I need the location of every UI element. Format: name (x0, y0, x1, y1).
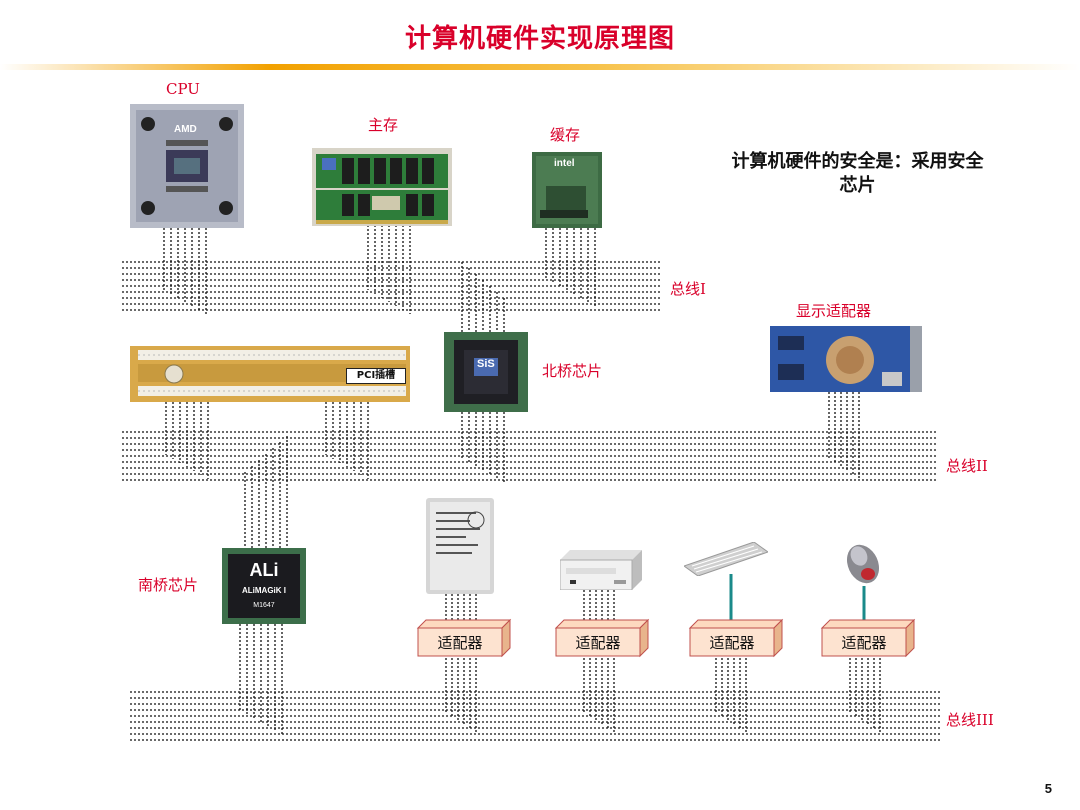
bus-2-lines (122, 431, 938, 481)
south-chip-logo: ALi (249, 560, 279, 580)
main-memory-label: 主存 (368, 116, 399, 134)
adapter3-wires (715, 654, 747, 732)
cdrom-wires (583, 590, 615, 620)
page-number: 5 (1044, 781, 1052, 796)
south-chip-name: ALiMAGiK I (242, 586, 286, 595)
bus-3-label: 总线III (946, 711, 994, 729)
north-bridge-down-wires (461, 412, 505, 484)
north-bridge-chip-icon: SiS (444, 332, 528, 412)
adapter-label: 适配器 (841, 634, 887, 652)
graphics-card-icon (770, 326, 922, 392)
cache-label: 缓存 (550, 126, 581, 144)
adapter-boxes (416, 618, 916, 658)
mouse-icon (842, 540, 884, 588)
cache-wires (545, 228, 596, 308)
memory-wires (367, 225, 411, 314)
cpu-chip-icon: AMD (130, 104, 244, 228)
display-adapter-label: 显示适配器 (796, 302, 872, 320)
south-bridge-up-wires (244, 436, 288, 548)
pci-slot-icon: PCI插槽 (130, 346, 410, 402)
cpu-brand-text: AMD (174, 124, 197, 135)
bus-3-lines (130, 691, 940, 741)
hdd-wires (445, 594, 477, 620)
north-bridge-up-wires (461, 262, 505, 332)
display-adapter-wires (828, 392, 860, 478)
adapter-box-3: 适配器 (690, 628, 774, 664)
adapter-box-4: 适配器 (822, 628, 906, 664)
cdrom-drive-icon (560, 550, 642, 590)
south-bridge-chip-icon: ALi ALiMAGiK I M1647 (222, 548, 306, 624)
bus-1-lines (122, 261, 660, 311)
adapter1-wires (445, 654, 477, 732)
south-bridge-down-wires (239, 624, 283, 736)
adapter-box-2: 适配器 (556, 628, 640, 664)
bus-2-label: 总线II (946, 457, 988, 475)
adapter-label: 适配器 (575, 634, 621, 652)
security-note: 计算机硬件的安全是：采用安全芯片 (731, 151, 984, 196)
title-rule (0, 64, 1080, 70)
south-bridge-label: 南桥芯片 (138, 576, 199, 594)
north-bridge-label: 北桥芯片 (542, 362, 603, 380)
pci-right-wires (325, 402, 369, 479)
cache-brand-text: intel (554, 158, 575, 169)
pci-slot-text: PCI插槽 (346, 368, 406, 384)
cache-chip-icon: intel (532, 152, 602, 228)
page-title: 计算机硬件实现原理图 (404, 24, 675, 54)
pci-left-wires (165, 402, 209, 479)
adapter4-wires (849, 654, 881, 732)
adapter-box-1: 适配器 (418, 628, 502, 664)
cpu-wires (163, 228, 207, 314)
north-chip-text: SiS (477, 358, 495, 370)
hard-disk-icon (426, 498, 494, 594)
adapter2-wires (583, 654, 615, 732)
cpu-label: CPU (166, 80, 200, 98)
keyboard-icon (684, 542, 768, 576)
adapter-label: 适配器 (437, 634, 483, 652)
ram-module-icon (312, 148, 452, 226)
bus-1-label: 总线I (670, 280, 706, 298)
adapter-label: 适配器 (709, 634, 755, 652)
south-chip-model: M1647 (253, 602, 275, 609)
